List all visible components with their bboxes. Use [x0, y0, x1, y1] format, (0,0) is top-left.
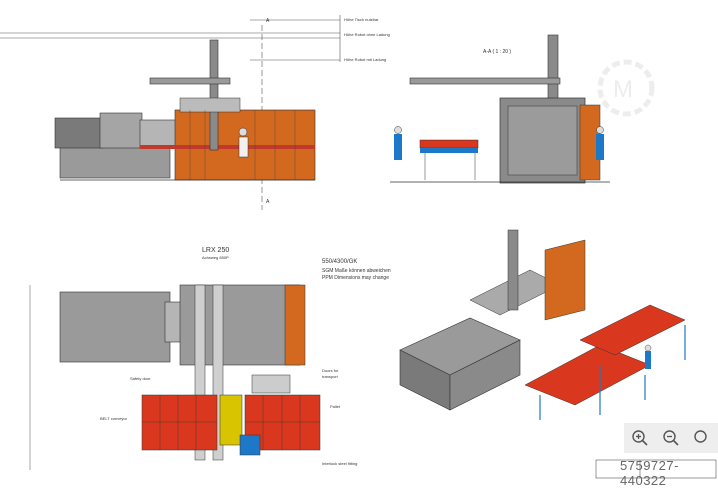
zoom-reset-button[interactable]: [687, 423, 718, 453]
section-label: A-A ( 1 : 20 ): [483, 49, 511, 55]
magnifier-icon: [694, 430, 708, 443]
top-annotation-3: Höhe Robot mit Ladung: [344, 57, 386, 62]
section-view: [390, 34, 610, 184]
watermark-logo: M: [596, 58, 656, 118]
callout-door-2: Interlock steel fitting: [322, 461, 357, 466]
section-marker-bottom: A: [266, 199, 270, 205]
callout-belt: BELT conveyor: [100, 416, 128, 421]
side-view: [54, 39, 316, 181]
top-annotation-1: Höhe Tisch nutzbar: [344, 17, 379, 22]
machine-spec: 550/4300/GK: [322, 259, 357, 265]
zoom-in-icon: [631, 430, 648, 446]
machine-model-sub: Achsweg 850P: [202, 255, 229, 260]
callout-door: Doors for: [322, 368, 339, 373]
machine-model: LRX 250: [202, 247, 229, 254]
plan-view: [29, 284, 321, 470]
callout-transport: transport: [322, 374, 339, 379]
zoom-out-button[interactable]: [655, 423, 686, 453]
section-marker-top: A: [266, 18, 270, 24]
svg-text:M: M: [613, 76, 633, 103]
note-line-1: SGM Maße können abweichen: [322, 268, 391, 274]
callout-pallet: Pallet: [330, 404, 341, 409]
top-annotation-2: Höhe Robot ohne Ladung: [344, 32, 390, 37]
zoom-toolbar: [624, 423, 718, 453]
callout-safety: Safety door: [130, 376, 151, 381]
zoom-out-icon: [663, 430, 679, 446]
isometric-view: [399, 229, 686, 420]
note-line-2: PPM Dimensions may change: [322, 275, 389, 281]
image-id-label: 5759727-440322: [620, 458, 679, 488]
zoom-in-button[interactable]: [624, 423, 655, 453]
